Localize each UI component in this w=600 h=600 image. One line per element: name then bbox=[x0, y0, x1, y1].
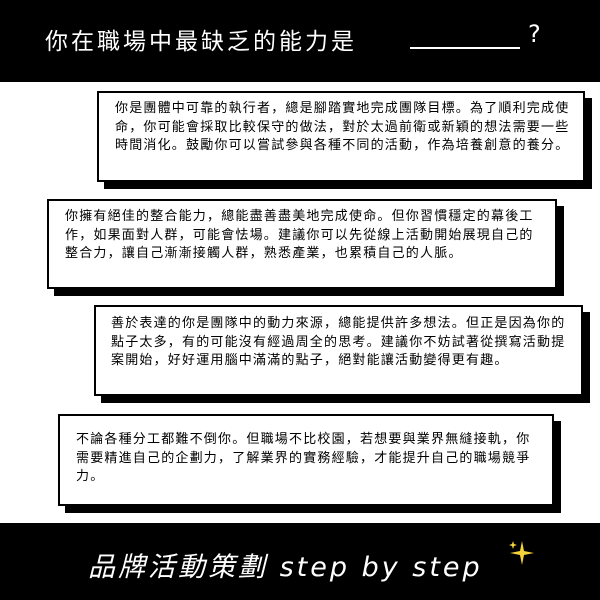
answer-card-2: 你擁有絕佳的整合能力，總能盡善盡美地完成使命。但你習慣穩定的幕後工作，如果面對人… bbox=[47, 199, 557, 289]
brand-tagline: 品牌活動策劃 step by step bbox=[88, 552, 483, 583]
answer-card-text: 你擁有絕佳的整合能力，總能盡善盡美地完成使命。但你習慣穩定的幕後工作，如果面對人… bbox=[65, 209, 534, 262]
answer-blank-line bbox=[410, 47, 520, 49]
answer-card-1: 你是團體中可靠的執行者，總是腳踏實地完成團隊目標。為了順利完成使命，你可能會採取… bbox=[97, 91, 585, 182]
answer-card-text: 不論各種分工都難不倒你。但職場不比校園，若想要與業界無縫接軌，你需要精進自己的企… bbox=[76, 432, 531, 485]
question-mark: ? bbox=[528, 20, 541, 48]
footer-bar: 品牌活動策劃 step by step bbox=[0, 523, 600, 600]
answer-card-3: 善於表達的你是團隊中的動力來源，總能提供許多想法。但正是因為你的點子太多，有的可… bbox=[94, 305, 583, 396]
answer-card-text: 你是團體中可靠的執行者，總是腳踏實地完成團隊目標。為了順利完成使命，你可能會採取… bbox=[115, 101, 570, 154]
sparkle-icon bbox=[509, 541, 534, 565]
answer-card-text: 善於表達的你是團隊中的動力來源，總能提供許多想法。但正是因為你的點子太多，有的可… bbox=[111, 316, 566, 369]
answer-card-4: 不論各種分工都難不倒你。但職場不比校園，若想要與業界無縫接軌，你需要精進自己的企… bbox=[58, 414, 554, 506]
page-title: 你在職場中最缺乏的能力是 bbox=[45, 29, 357, 55]
header-bar: 你在職場中最缺乏的能力是 ? bbox=[0, 0, 600, 82]
